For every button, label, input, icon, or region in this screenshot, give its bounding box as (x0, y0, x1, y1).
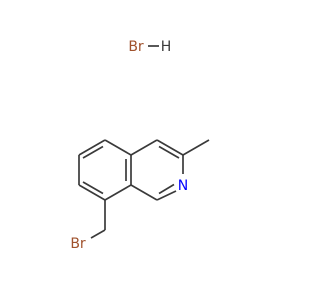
bond-c4-c3-inner (158, 145, 180, 159)
bond-c1-c2 (78, 139, 106, 156)
hbr-hydrogen-label: H (161, 39, 172, 55)
molecule-structure: Br H N Br (70, 39, 210, 252)
nitrogen-label: N (178, 178, 188, 194)
bond-ch2-br (90, 229, 106, 239)
bond-n-c1 (156, 190, 177, 201)
bond-n-c1-inner (158, 183, 175, 195)
bond-c4-c8a (104, 184, 132, 201)
structure-canvas: Br H N Br (70, 39, 210, 252)
bond-c4a-c4 (130, 139, 158, 156)
hbr-bromine-label: Br (128, 39, 144, 55)
bond-c3-c4-inner (82, 181, 104, 195)
bond-c1-c2-inner (82, 145, 104, 159)
bond-c3-c4 (78, 184, 106, 201)
bond-c4-c3 (156, 139, 184, 156)
bromomethyl-bromine-label: Br (70, 236, 86, 252)
bond-methyl (182, 139, 210, 156)
bond-c1-c8a (130, 184, 158, 201)
bond-c4a-c1 (104, 139, 132, 156)
